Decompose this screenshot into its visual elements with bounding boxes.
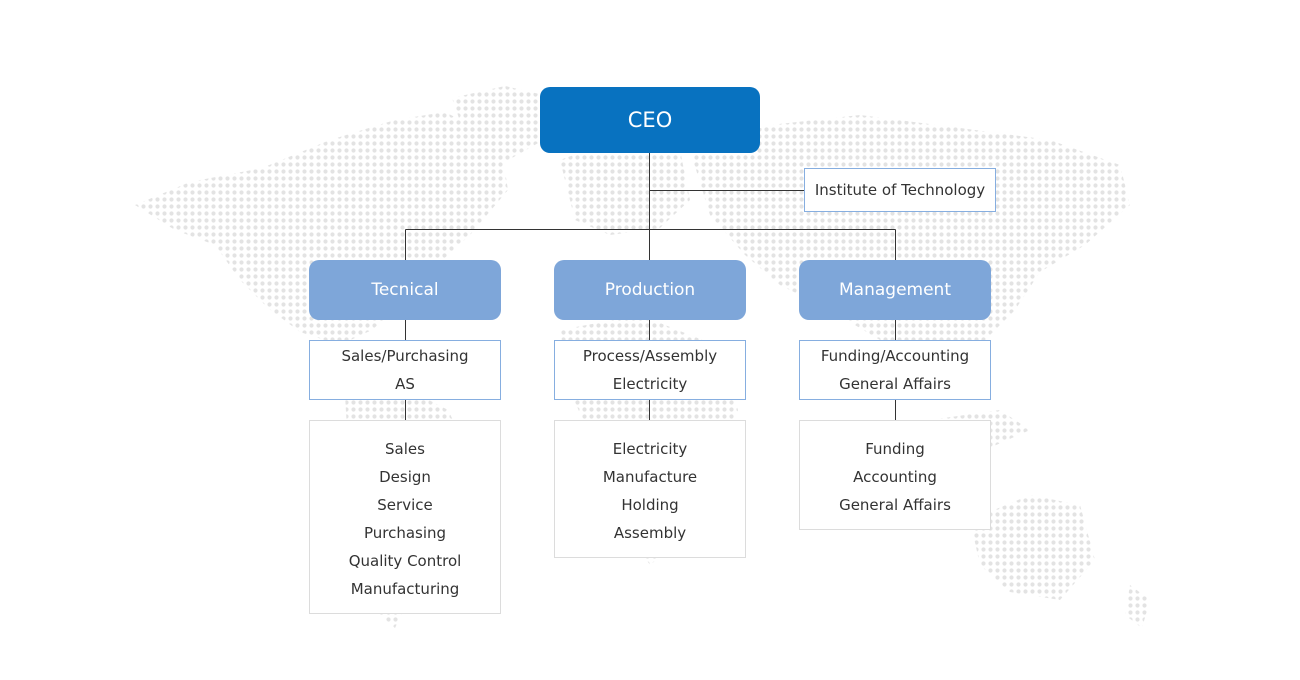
continent-australia bbox=[970, 495, 1095, 600]
function-item: Service bbox=[377, 496, 433, 514]
unit-label: AS bbox=[395, 375, 415, 393]
function-item: Manufacturing bbox=[350, 580, 460, 598]
institute-box: Institute of Technology bbox=[804, 168, 996, 212]
function-item: Design bbox=[379, 468, 431, 486]
function-list-management: Funding Accounting General Affairs bbox=[799, 420, 991, 530]
function-item: Manufacture bbox=[602, 468, 698, 486]
function-item: Purchasing bbox=[363, 524, 447, 542]
continent-new-zealand bbox=[1125, 585, 1150, 628]
unit-label: General Affairs bbox=[839, 375, 951, 393]
unit-box-management: Funding/Accounting General Affairs bbox=[799, 340, 991, 400]
ceo-box: CEO bbox=[540, 87, 760, 153]
function-list-production: Electricity Manufacture Holding Assembly bbox=[554, 420, 746, 558]
function-item: General Affairs bbox=[839, 496, 951, 514]
unit-label: Sales/Purchasing bbox=[341, 347, 469, 365]
function-item: Accounting bbox=[853, 468, 937, 486]
function-list-tecnical: Sales Design Service Purchasing Quality … bbox=[309, 420, 501, 614]
function-item: Sales bbox=[385, 440, 425, 458]
function-item: Holding bbox=[621, 496, 679, 514]
function-item: Assembly bbox=[613, 524, 687, 542]
department-tecnical: Tecnical bbox=[309, 260, 501, 320]
function-item: Funding bbox=[865, 440, 925, 458]
continent-europe bbox=[560, 140, 690, 235]
unit-label: Process/Assembly bbox=[582, 347, 718, 365]
function-item: Quality Control bbox=[348, 552, 462, 570]
unit-box-tecnical: Sales/Purchasing AS bbox=[309, 340, 501, 400]
continent-asia bbox=[690, 115, 1130, 372]
function-item: Electricity bbox=[612, 440, 688, 458]
department-management: Management bbox=[799, 260, 991, 320]
unit-label: Funding/Accounting bbox=[820, 347, 970, 365]
department-production: Production bbox=[554, 260, 746, 320]
unit-box-production: Process/Assembly Electricity bbox=[554, 340, 746, 400]
unit-label: Electricity bbox=[612, 375, 688, 393]
continent-greenland bbox=[452, 86, 548, 162]
